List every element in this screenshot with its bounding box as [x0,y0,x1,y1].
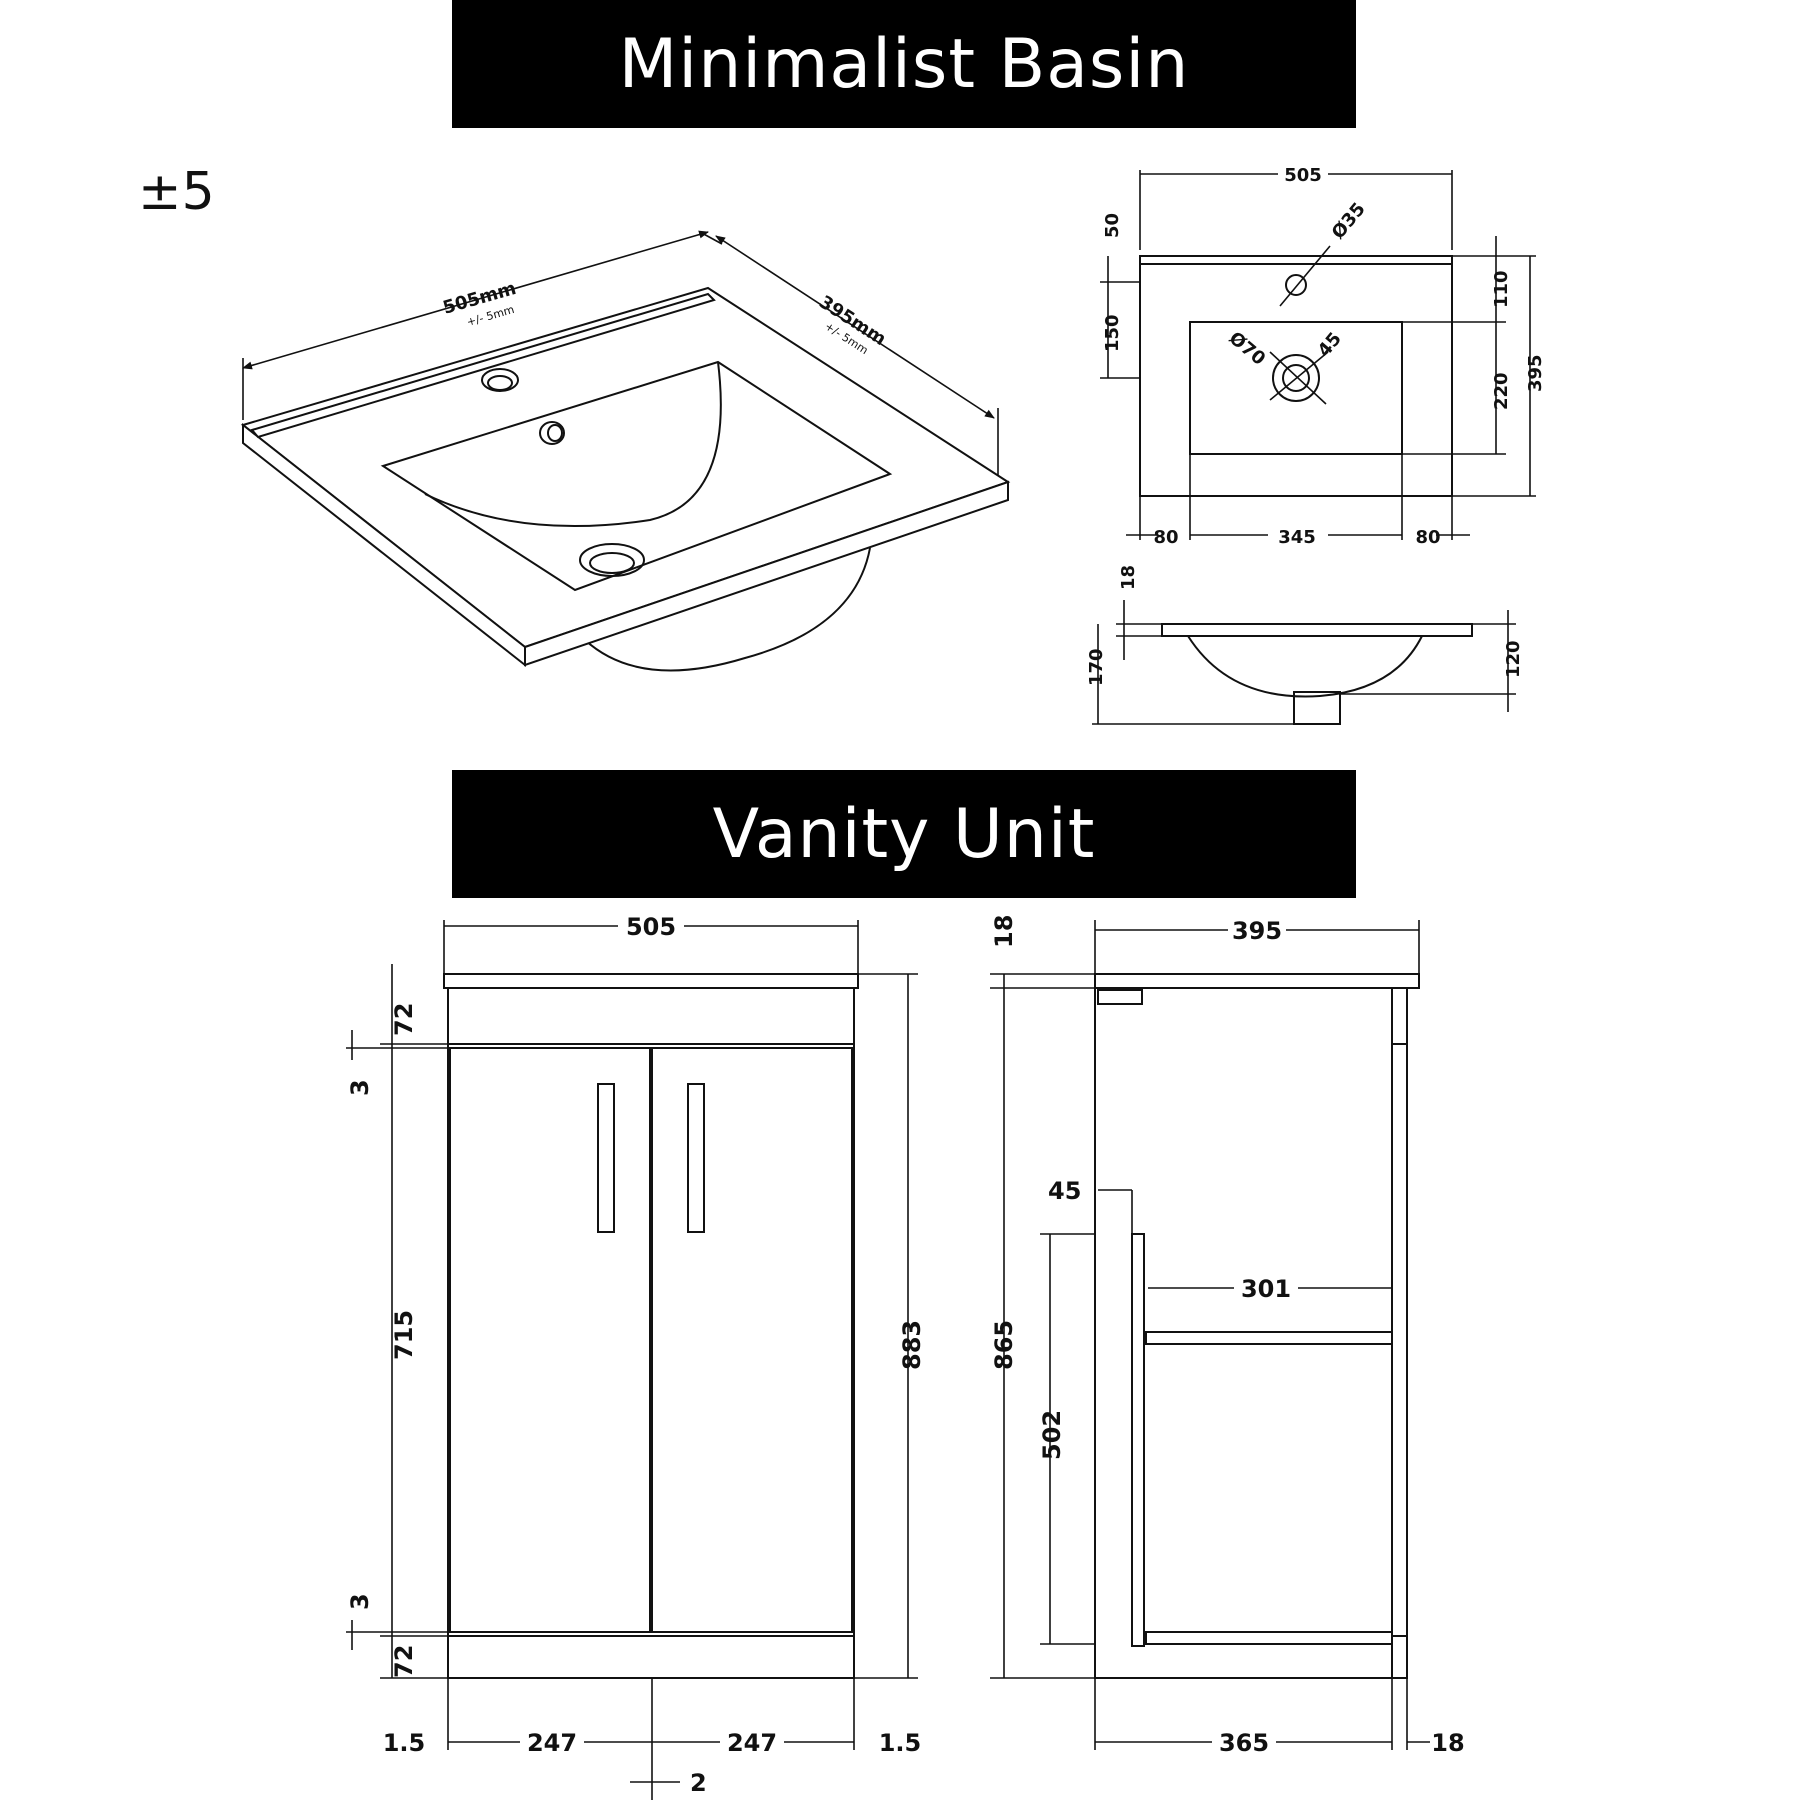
front-bottom-gap-label: 3 [346,1593,374,1610]
basin-bowl-opening [380,360,893,592]
side-top-thickness-label: 18 [1118,565,1139,590]
basin-isometric-view: 505mm +/- 5mm 395mm +/- 5mm [240,230,1011,672]
basin-slab-side [524,480,1009,667]
front-basin-top [443,973,859,989]
front-door-left [449,1047,651,1633]
front-door-left-label: 247 [527,1729,577,1757]
front-handle-right [687,1083,705,1233]
front-door-right [651,1047,853,1633]
vside-top-thickness-label: 18 [990,915,1018,948]
plan-waste-angle-label: 45 [1314,329,1346,362]
front-top-rail-label: 72 [390,1003,418,1036]
basin-overflow [539,421,565,445]
plan-tap-dia-label: Ø35 [1328,199,1370,243]
basin-waste-inner [589,552,635,574]
front-door-right-label: 247 [727,1729,777,1757]
vside-depth-label: 395 [1232,917,1282,945]
vside-waste [1097,989,1143,1005]
plan-waste-cross-a [1269,351,1327,405]
plan-outline [1139,255,1453,497]
front-center-gap-label: 2 [690,1769,707,1797]
front-top-rail [447,987,855,1045]
iso-depth-dim-line [715,235,995,419]
plan-left-margin-label: 80 [1153,527,1178,548]
vside-base [1145,1631,1393,1645]
vside-carcass-depth-label: 365 [1219,1729,1269,1757]
plan-waste-dia-label: Ø70 [1225,328,1269,370]
plan-total-depth-label: 395 [1525,354,1546,392]
vanity-side-view: 395 18 865 45 301 502 365 18 [990,915,1465,1757]
side-slab [1161,623,1473,637]
plan-top-offset-label: 50 [1102,213,1123,238]
plan-waste-cross-b [1269,351,1329,401]
iso-width-dim-line [242,230,709,370]
vside-door-edge [1391,987,1408,1679]
tolerance-label: ±5 [138,162,215,222]
vside-door-thickness-label: 18 [1431,1729,1464,1757]
side-waste [1293,691,1341,725]
plan-right-margin-label: 80 [1415,527,1440,548]
plan-bowl [1189,321,1403,455]
basin-waste [579,543,645,577]
side-bowl-height-label: 120 [1503,640,1524,678]
front-left-edge-label: 1.5 [383,1729,426,1757]
front-plinth [447,1635,855,1679]
front-bottom-rail-label: 72 [390,1645,418,1678]
front-top-gap-label: 3 [346,1079,374,1096]
vside-shelf [1145,1331,1393,1345]
plan-tap-leader [1279,245,1331,307]
vside-shelf-offset-label: 45 [1048,1177,1081,1205]
vanity-heading: Vanity Unit [452,770,1356,898]
basin-bowl-underside [584,547,871,672]
vside-basin-top [1094,973,1420,989]
front-total-height-label: 883 [898,1320,926,1370]
basin-side-view: 18 170 120 [1086,565,1524,725]
plan-bowl-depth-label: 220 [1491,372,1512,410]
vside-shelf-depth-label: 301 [1241,1275,1291,1303]
front-width-label: 505 [626,913,676,941]
plan-waste-inner [1282,364,1310,392]
basin-slab-top [240,286,1011,649]
side-total-height-label: 170 [1086,648,1107,686]
basin-tap-hole-inner [487,375,513,391]
basin-heading: Minimalist Basin [452,0,1356,128]
front-handle-left [597,1083,615,1233]
plan-bowl-width-label: 345 [1278,527,1316,548]
vside-inner-height-label: 502 [1038,1410,1066,1460]
plan-right-top-label: 110 [1491,270,1512,308]
plan-bowl-offset-label: 150 [1102,314,1123,352]
basin-plan-view: 505 Ø35 Ø70 45 50 150 110 220 395 80 345… [1100,165,1546,548]
vside-total-height-label: 865 [990,1320,1018,1370]
side-bowl [1187,635,1423,698]
vside-back-panel [1131,1233,1145,1647]
basin-bowl-inner [424,361,722,528]
plan-width-label: 505 [1284,165,1322,186]
front-right-edge-label: 1.5 [879,1729,922,1757]
plan-waste-outer [1272,354,1320,402]
basin-overflow-inner [547,424,563,442]
vanity-front-view: 505 72 3 715 3 72 883 1.5 247 247 1.5 2 [346,913,926,1800]
plan-tap-hole [1285,274,1307,296]
front-door-height-label: 715 [390,1310,418,1360]
